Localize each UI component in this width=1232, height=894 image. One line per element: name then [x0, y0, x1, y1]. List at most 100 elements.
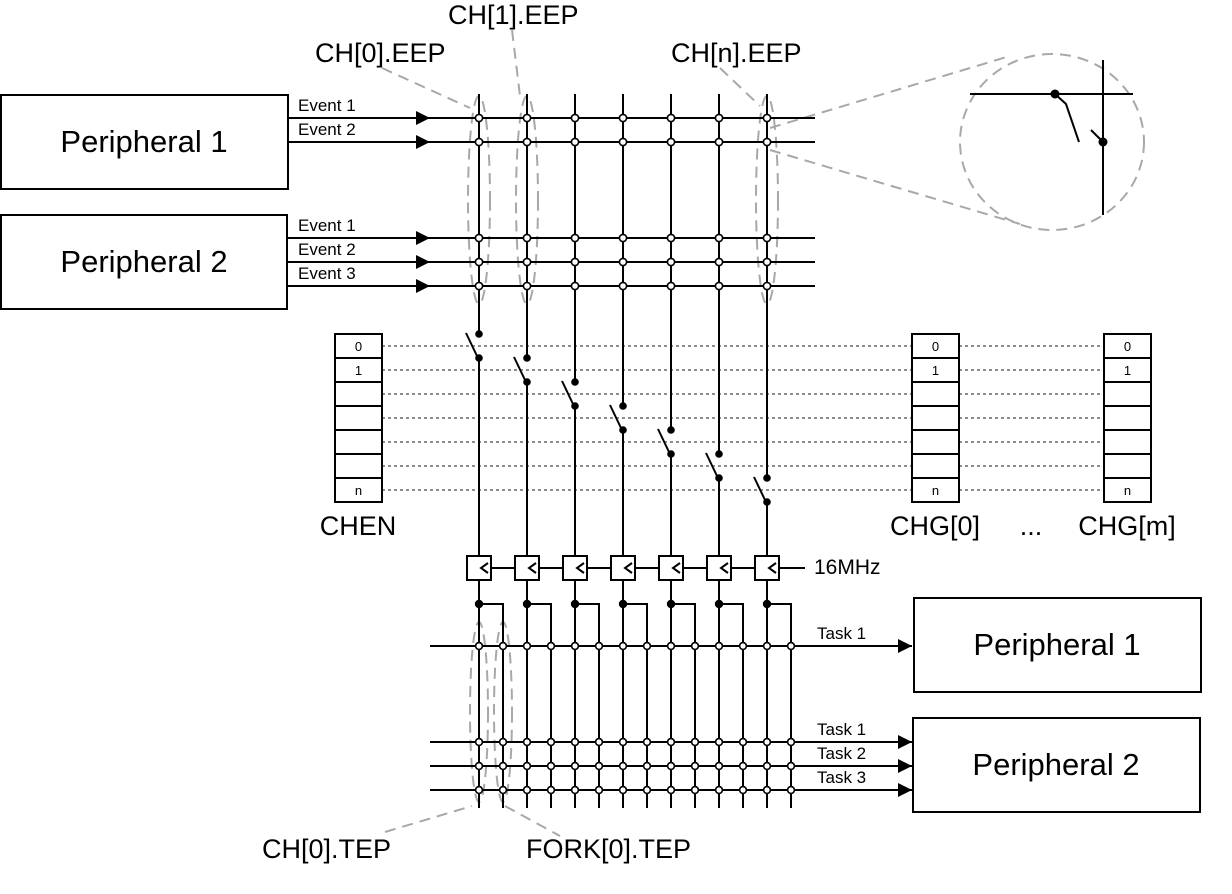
switch-contact	[667, 450, 675, 458]
arrow-icon	[416, 111, 430, 125]
junction-node	[522, 761, 532, 771]
junction-node	[714, 785, 724, 795]
register-cell-label: n	[932, 483, 939, 498]
event-label: Event 2	[298, 120, 356, 139]
register-cell-label: 0	[1124, 339, 1131, 354]
junction-node	[594, 761, 604, 771]
junction-node	[474, 113, 484, 123]
task-label: Task 1	[817, 624, 866, 643]
junction-node	[666, 641, 676, 651]
junction-node	[546, 761, 556, 771]
fork-junction	[762, 599, 772, 609]
junction-node	[690, 641, 700, 651]
chn-eep-label: CH[n].EEP	[671, 38, 802, 68]
switch-lever	[465, 332, 478, 357]
register-cell	[911, 405, 960, 431]
event-label: Event 2	[298, 240, 356, 259]
ch1-eep-leader	[511, 29, 521, 97]
event-label: Event 1	[298, 96, 356, 115]
switch-contact	[475, 330, 483, 338]
junction-node	[522, 641, 532, 651]
junction-node	[714, 137, 724, 147]
fork-tep-line	[575, 603, 600, 808]
register-cell	[334, 405, 383, 431]
junction-node	[666, 761, 676, 771]
junction-node	[522, 233, 532, 243]
clock-input-icon	[527, 562, 537, 574]
junction-node	[762, 641, 772, 651]
wire-layer	[288, 60, 1133, 808]
switch-contact	[523, 378, 531, 386]
chen-register-label: CHEN	[320, 511, 397, 541]
event-peripheral-1-box	[0, 94, 289, 190]
junction-node	[666, 281, 676, 291]
junction-node	[474, 233, 484, 243]
ch0-eep-label: CH[0].EEP	[315, 38, 446, 68]
junction-node	[618, 113, 628, 123]
junction-node	[474, 257, 484, 267]
junction-node	[762, 737, 772, 747]
switch-contact	[667, 426, 675, 434]
ch0-eep-leader	[381, 67, 471, 109]
junction-node	[522, 257, 532, 267]
junction-node	[642, 737, 652, 747]
junction-node	[642, 641, 652, 651]
fork-tep-line	[719, 603, 744, 808]
junction-node	[666, 137, 676, 147]
magnified-switch-lever	[1054, 93, 1080, 143]
junction-node	[546, 785, 556, 795]
flip-flop	[610, 555, 636, 581]
chn-eep-leader	[719, 67, 761, 107]
event-peripheral-2-label: Peripheral 2	[60, 244, 227, 279]
switch-contact	[763, 498, 771, 506]
ellipsis-label: ...	[1020, 511, 1043, 541]
junction-node	[714, 257, 724, 267]
flip-flop	[466, 555, 492, 581]
junction-node	[714, 281, 724, 291]
magnifier-leader	[769, 149, 1021, 225]
junction-node	[714, 113, 724, 123]
switch-contact	[571, 378, 579, 386]
junction-node	[738, 785, 748, 795]
event-peripheral-1-label: Peripheral 1	[60, 124, 227, 159]
junction-node	[762, 233, 772, 243]
switch-lever	[609, 404, 622, 429]
switch-contact	[523, 354, 531, 362]
event-label: Event 3	[298, 264, 356, 283]
annotation-layer	[381, 29, 1145, 837]
register-cell	[911, 429, 960, 455]
register-cell	[334, 381, 383, 407]
junction-node	[666, 113, 676, 123]
fork-junction	[666, 599, 676, 609]
magnifier-circle	[959, 53, 1145, 231]
junction-node	[666, 257, 676, 267]
ch0-tep-label: CH[0].TEP	[262, 834, 391, 864]
junction-node	[762, 113, 772, 123]
register-cell	[334, 453, 383, 479]
junction-node	[762, 761, 772, 771]
clock-label: 16MHz	[814, 556, 881, 579]
junction-node	[690, 785, 700, 795]
junction-node	[594, 737, 604, 747]
junction-node	[570, 257, 580, 267]
junction-node	[738, 761, 748, 771]
register-cell	[334, 429, 383, 455]
junction-node	[690, 761, 700, 771]
arrow-icon	[416, 231, 430, 245]
junction-node	[474, 761, 484, 771]
fork-junction	[570, 599, 580, 609]
junction-node	[474, 281, 484, 291]
register-cell-label: 1	[1124, 363, 1131, 378]
junction-node	[522, 137, 532, 147]
task-label: Task 2	[817, 744, 866, 763]
junction-node	[618, 737, 628, 747]
register-cell	[1103, 405, 1152, 431]
register-cell-label: 0	[355, 339, 362, 354]
junction-node	[786, 737, 796, 747]
junction-node	[714, 761, 724, 771]
arrow-icon	[416, 279, 430, 293]
junction-node	[570, 137, 580, 147]
register-cell	[334, 333, 383, 359]
fork0-tep-leader	[504, 805, 561, 837]
